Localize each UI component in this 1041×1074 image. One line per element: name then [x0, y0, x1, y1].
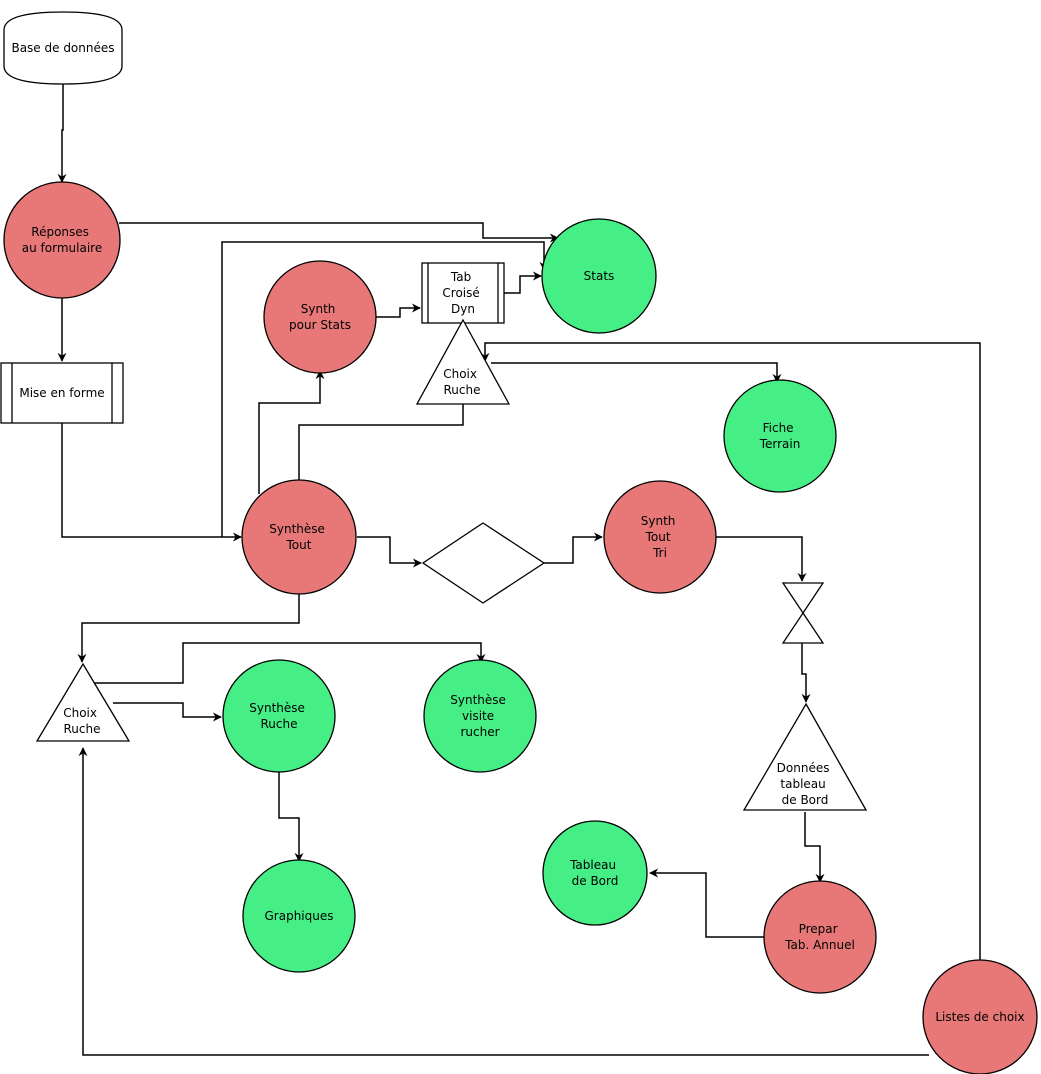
- node-label: Tableau de Bord: [569, 858, 620, 888]
- node-label: Choix Ruche: [443, 367, 481, 397]
- node-choix-ruche-left[interactable]: Choix Ruche: [35, 662, 131, 742]
- edge-donnees-prepar: [804, 812, 825, 883]
- node-label: Graphiques: [265, 909, 334, 923]
- edge-bowtie-donnees: [801, 643, 811, 703]
- node-graphiques[interactable]: Graphiques: [242, 859, 356, 973]
- node-donnees-tableau-de-bord[interactable]: Données tableau de Bord: [742, 702, 868, 811]
- edge-synthese-tout-diamond: [357, 536, 422, 568]
- node-label: Choix Ruche: [63, 706, 101, 736]
- edge-diamond-synth-tri: [544, 532, 603, 564]
- node-reponses-au-formulaire[interactable]: Réponses au formulaire: [3, 181, 121, 299]
- edge-choix-top-fiche: [491, 362, 782, 383]
- node-stats[interactable]: Stats: [541, 218, 657, 334]
- node-synth-tout-tri[interactable]: Synth Tout Tri: [603, 480, 717, 594]
- edge-prepar-tableau: [649, 868, 765, 938]
- node-synthese-tout[interactable]: Synthèse Tout: [241, 479, 357, 595]
- edge-trunk-stats: [221, 241, 549, 537]
- node-tab-croise-dyn[interactable]: Tab Croisé Dyn: [421, 262, 505, 324]
- node-base-de-donnees[interactable]: Base de données: [3, 11, 123, 85]
- edge-tab-stats: [504, 271, 542, 294]
- node-label: Synth pour Stats: [289, 302, 351, 332]
- node-label: Mise en forme: [19, 386, 104, 400]
- node-prepar-tab-annuel[interactable]: Prepar Tab. Annuel: [763, 880, 877, 994]
- node-label: Synthèse Tout: [269, 522, 328, 552]
- edge-mise-synthese-tout: [61, 423, 242, 542]
- edge-reponses-stats: [119, 222, 559, 243]
- node-label: Synth Tout Tri: [641, 514, 679, 560]
- edge-synth-tri-bowtie: [716, 536, 807, 582]
- edge-choix-left-visite: [95, 642, 486, 684]
- edge-choix-left-synthese-ruche: [113, 702, 222, 722]
- node-label: Fiche Terrain: [759, 421, 801, 451]
- node-synthese-ruche[interactable]: Synthèse Ruche: [222, 659, 336, 773]
- node-label: Prepar Tab. Annuel: [784, 922, 855, 952]
- node-label: Tab Croisé Dyn: [442, 270, 483, 316]
- node-fiche-terrain[interactable]: Fiche Terrain: [723, 379, 837, 493]
- node-label: Synthèse Ruche: [249, 701, 308, 731]
- node-label: Stats: [584, 269, 615, 283]
- edge-db-reponses: [57, 84, 67, 183]
- node-label: Données tableau de Bord: [777, 761, 834, 807]
- node-label: Listes de choix: [935, 1010, 1024, 1024]
- edge-synthese-tout-choix-top: [298, 404, 464, 484]
- node-synthese-visite-rucher[interactable]: Synthèse visite rucher: [423, 659, 537, 773]
- edge-listes-choix-top: [480, 342, 981, 968]
- edge-synthese-tout-choix-left: [77, 590, 300, 663]
- node-label: Base de données: [11, 41, 114, 55]
- node-label: Synthèse visite rucher: [450, 693, 509, 739]
- node-collate-bowtie[interactable]: [781, 582, 825, 644]
- edge-synthese-ruche-graphiques: [278, 768, 304, 862]
- node-mise-en-forme[interactable]: Mise en forme: [0, 362, 124, 424]
- node-label: Réponses au formulaire: [22, 225, 102, 255]
- edge-listes-choix-left: [78, 747, 929, 1056]
- edge-synthese-tout-synth-stats: [258, 370, 325, 494]
- node-tableau-de-bord[interactable]: Tableau de Bord: [542, 820, 648, 926]
- node-synth-pour-stats[interactable]: Synth pour Stats: [263, 260, 377, 374]
- edge-synth-stats-tab: [376, 303, 421, 318]
- node-choix-ruche-top[interactable]: Choix Ruche: [415, 318, 511, 405]
- node-listes-de-choix[interactable]: Listes de choix: [922, 959, 1038, 1074]
- node-decision-diamond[interactable]: [421, 522, 546, 604]
